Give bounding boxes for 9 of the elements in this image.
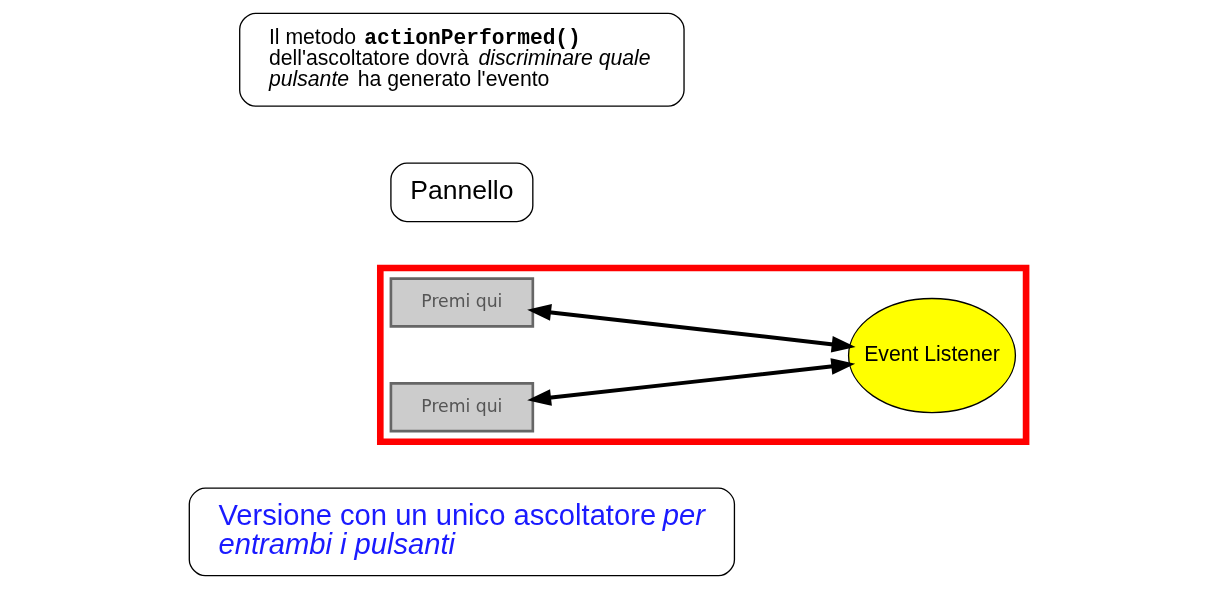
node-box: Pannello bbox=[389, 162, 533, 223]
arrow bbox=[526, 358, 855, 406]
node-ellipse: Event Listener bbox=[847, 297, 1016, 414]
node-box: Il metodo actionPerformed() dell'ascoltatore dovrà discriminare quale pulsante ha generato l'evento bbox=[238, 12, 685, 107]
arrow bbox=[526, 304, 856, 353]
node-box: Premi qui bbox=[389, 277, 534, 328]
node-box: Versione con un unico ascoltatore per entrambi i pulsanti bbox=[188, 487, 735, 577]
node-box: Premi qui bbox=[389, 382, 534, 433]
cluster bbox=[376, 264, 1029, 446]
